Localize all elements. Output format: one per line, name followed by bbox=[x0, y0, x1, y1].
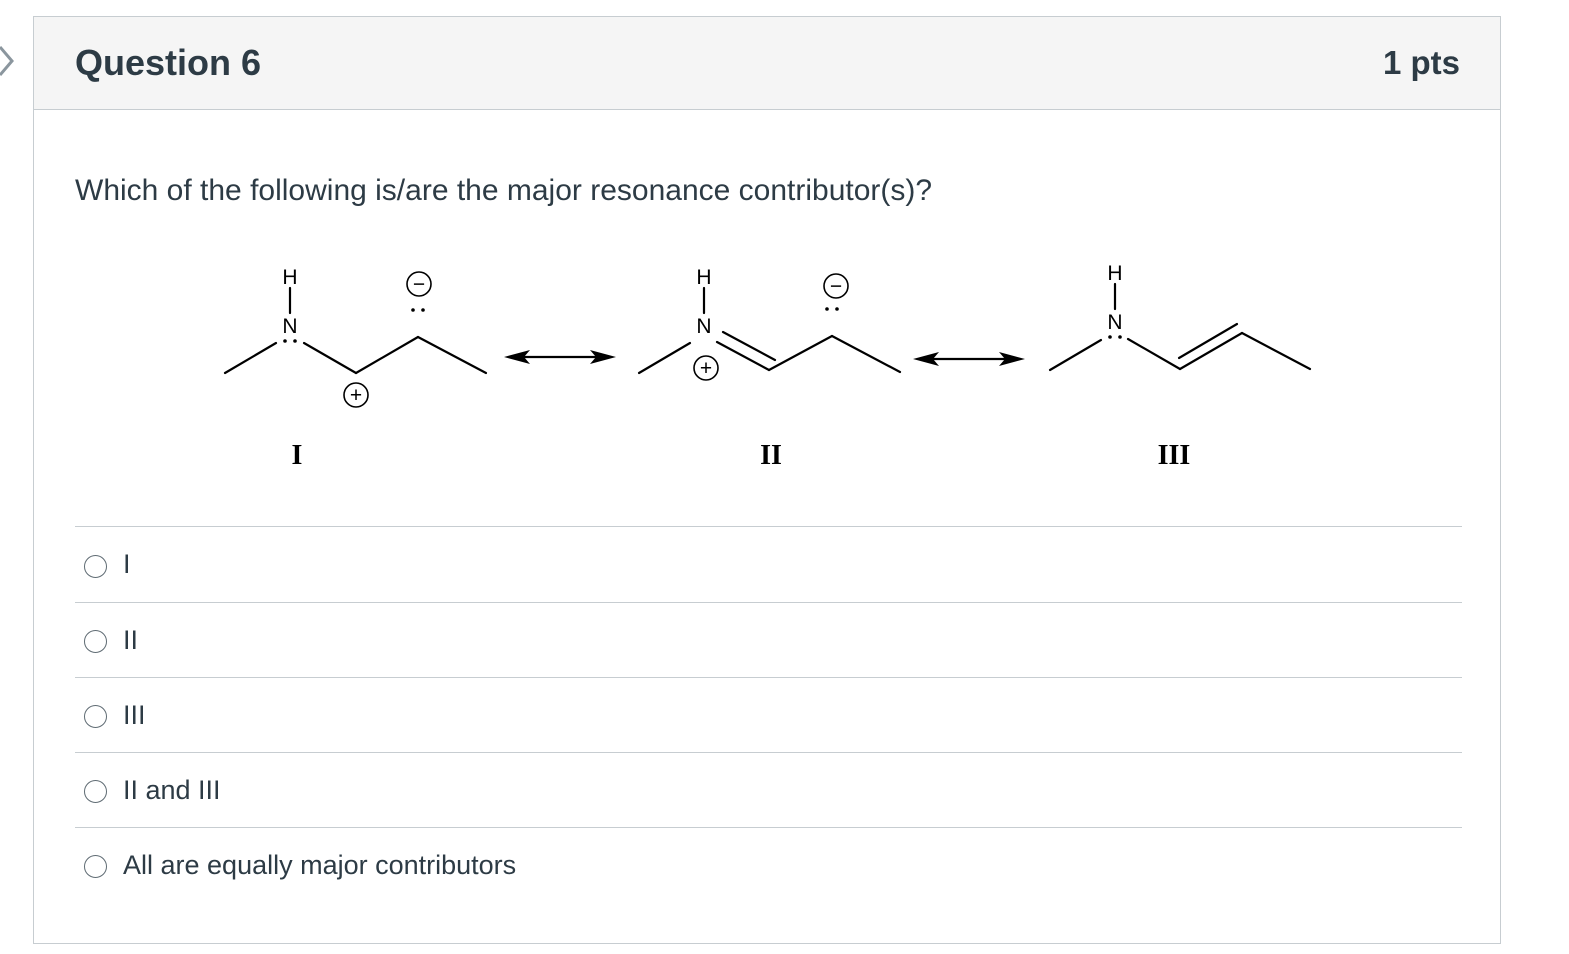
structure-label-2: II bbox=[760, 440, 782, 471]
answer-option-1[interactable]: I bbox=[75, 526, 1462, 602]
radio-button-icon[interactable] bbox=[84, 855, 107, 878]
structure-label-1: I bbox=[292, 440, 303, 471]
negative-charge-1: − bbox=[413, 273, 425, 296]
question-text: Which of the following is/are the major … bbox=[75, 174, 933, 207]
answer-option-3[interactable]: III bbox=[75, 677, 1462, 752]
atom-label-n-3: N bbox=[1107, 311, 1122, 334]
positive-charge-2: + bbox=[700, 357, 712, 380]
answer-label: II and III bbox=[123, 774, 221, 805]
answer-label: II bbox=[123, 624, 139, 655]
question-card: Question 6 1 pts Which of the following … bbox=[33, 16, 1501, 944]
answer-label: All are equally major contributors bbox=[123, 849, 517, 880]
negative-charge-2: − bbox=[830, 275, 842, 298]
answer-option-5[interactable]: All are equally major contributors bbox=[75, 827, 1462, 902]
positive-charge-1: + bbox=[350, 384, 362, 407]
atom-label-h-2: H bbox=[696, 266, 711, 289]
radio-button-icon[interactable] bbox=[84, 780, 107, 803]
question-header: Question 6 1 pts bbox=[34, 17, 1500, 110]
atom-label-h-1: H bbox=[282, 266, 297, 289]
structure-label-3: III bbox=[1158, 440, 1191, 471]
answer-label: I bbox=[123, 549, 131, 579]
atom-label-h-3: H bbox=[1107, 262, 1122, 285]
answer-option-4[interactable]: II and III bbox=[75, 752, 1462, 827]
radio-button-icon[interactable] bbox=[84, 705, 107, 728]
answer-label: III bbox=[123, 699, 146, 730]
resonance-structures-figure: H N H N H N − + + − I II III bbox=[223, 262, 1312, 471]
answer-option-2[interactable]: II bbox=[75, 602, 1462, 677]
radio-button-icon[interactable] bbox=[84, 630, 107, 653]
atom-label-n-1: N bbox=[282, 315, 297, 338]
answer-list: I II III II and III All are equally majo… bbox=[75, 526, 1462, 902]
atom-label-n-2: N bbox=[696, 315, 711, 338]
question-title: Question 6 bbox=[75, 42, 262, 83]
question-points: 1 pts bbox=[1382, 44, 1460, 81]
chevron-right-icon[interactable] bbox=[0, 44, 16, 78]
radio-button-icon[interactable] bbox=[84, 554, 107, 578]
